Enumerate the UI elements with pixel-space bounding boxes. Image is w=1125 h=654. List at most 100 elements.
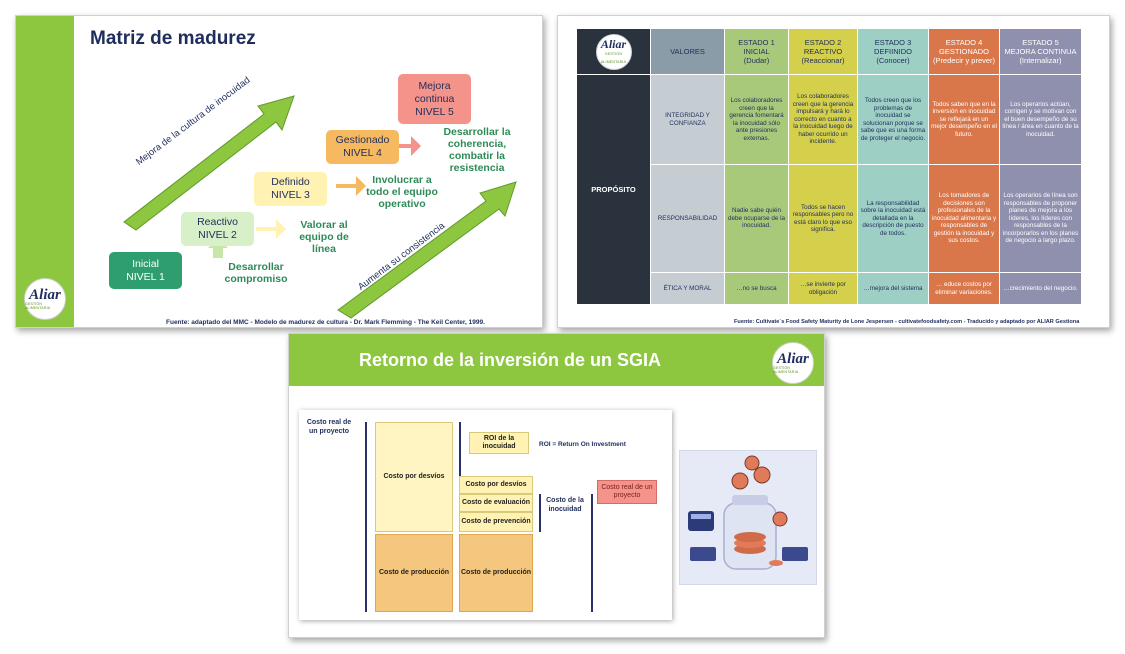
costo-desvios-big: Costo por desvíos bbox=[375, 422, 453, 532]
slide-maturity-matrix: Matriz de madurez Mejora de la cultura d… bbox=[15, 15, 543, 328]
level-5-name: Mejora continua bbox=[414, 79, 455, 105]
estado-3-title: ESTADO 3 bbox=[874, 38, 912, 47]
estado-4-desc: (Predecir y prever) bbox=[932, 56, 996, 65]
estado-5-name: MEJORA CONTINUA bbox=[1004, 47, 1077, 56]
row-valor: ÉTICA Y MORAL bbox=[650, 272, 725, 305]
estado-5-desc: (Internalizar) bbox=[1019, 56, 1062, 65]
estado-3-desc: (Conocer) bbox=[876, 56, 910, 65]
logo-wordmark: Aliar bbox=[600, 37, 627, 51]
slide-roi: Retorno de la inversión de un SGIA Aliar… bbox=[288, 333, 825, 638]
total-cost-axis bbox=[365, 422, 367, 612]
roi-diagram: Costo real de un proyecto Costo por desv… bbox=[299, 410, 672, 620]
table-cell: Todos se hacen responsables pero no está… bbox=[788, 164, 858, 273]
table-cell: …mejora del sistema bbox=[857, 272, 929, 305]
level-4-name: Gestionado bbox=[335, 134, 390, 146]
costo-evaluacion-box: Costo de evaluación bbox=[459, 494, 533, 512]
table-cell: Todos creen que los problemas de inocuid… bbox=[857, 74, 929, 165]
roi-axis bbox=[459, 422, 461, 476]
slide-title: Retorno de la inversión de un SGIA bbox=[359, 350, 662, 370]
table-cell: Los colaboradores creen que la gerencia … bbox=[724, 74, 789, 165]
header-valores: VALORES bbox=[650, 28, 725, 75]
aliar-logo: Aliar GESTIÓN ALIMENTARIA bbox=[595, 33, 632, 70]
source-note: Fuente: Cultivate´s Food Safety Maturity… bbox=[734, 319, 1080, 325]
table-cell: Los operarios actúan, corrigen y se moti… bbox=[999, 74, 1082, 165]
step-arrow-3 bbox=[336, 176, 366, 196]
estado-2-title: ESTADO 2 bbox=[804, 38, 842, 47]
table-cell: …se invierte por obligación bbox=[788, 272, 858, 305]
aliar-logo: Aliar GESTIÓN ALIMENTARIA bbox=[24, 278, 66, 320]
slide-values-table: Aliar GESTIÓN ALIMENTARIA VALORES ESTADO… bbox=[557, 15, 1110, 328]
level-4-label: NIVEL 4 bbox=[343, 147, 382, 159]
step-arrow-2 bbox=[256, 219, 286, 239]
coins-jar-icon bbox=[688, 455, 808, 570]
estado-3-name: DEFIINIDO bbox=[874, 47, 912, 56]
maturity-table: Aliar GESTIÓN ALIMENTARIA VALORES ESTADO… bbox=[576, 28, 1082, 305]
table-cell: …no se busca bbox=[724, 272, 789, 305]
logo-subtitle: GESTIÓN ALIMENTARIA bbox=[25, 302, 51, 310]
estado-5-title: ESTADO 5 bbox=[1022, 38, 1059, 47]
action-3: Involucrar a todo el equipo operativo bbox=[366, 174, 438, 210]
level-3-label: NIVEL 3 bbox=[271, 189, 310, 201]
real-cost-axis bbox=[591, 494, 593, 612]
table-cell: Los tomadores de decisiones son profesio… bbox=[928, 164, 1000, 273]
logo-subtitle: GESTIÓN ALIMENTARIA bbox=[600, 52, 627, 64]
level-2-label: NIVEL 2 bbox=[198, 229, 237, 241]
culture-arrow bbox=[123, 95, 295, 231]
costo-prevencion-box: Costo de prevención bbox=[459, 512, 533, 532]
costo-real-label: Costo real de un proyecto bbox=[306, 419, 352, 435]
table-cell: La responsabilidad sobre la inocuidad es… bbox=[857, 164, 929, 273]
table-cell: Los colaboradores creen que la gerencia … bbox=[788, 74, 858, 165]
inocuidad-axis bbox=[539, 494, 541, 532]
aliar-logo: Aliar GESTIÓN ALIMENTARIA bbox=[772, 342, 814, 384]
green-header-bar bbox=[289, 334, 824, 386]
slide-title: Matriz de madurez bbox=[90, 28, 256, 49]
row-valor: RESPONSABILIDAD bbox=[650, 164, 725, 273]
estado-1-name: INICIAL bbox=[743, 47, 770, 56]
estado-1-desc: (Dudar) bbox=[743, 56, 770, 65]
level-2-name: Reactivo bbox=[197, 216, 238, 228]
table-cell: Nadie sabe quién debe ocuparse de la ino… bbox=[724, 164, 789, 273]
estado-4-name: GESTIONADO bbox=[938, 47, 989, 56]
logo-wordmark: Aliar bbox=[777, 351, 809, 367]
costo-produccion-box-2: Costo de producción bbox=[459, 534, 533, 612]
logo-cell: Aliar GESTIÓN ALIMENTARIA bbox=[576, 28, 651, 75]
table-cell: Los operarios de línea son responsables … bbox=[999, 164, 1082, 273]
roi-definition: ROI = Return On Investment bbox=[539, 441, 626, 448]
proposito-cell: PROPÓSITO bbox=[576, 74, 651, 305]
action-2: Valorar al equipo de línea bbox=[299, 219, 349, 255]
action-4: Desarrollar la coherencia, combatir la r… bbox=[443, 126, 511, 174]
row-valor: INTEGRIDAD Y CONFIANZA bbox=[650, 74, 725, 165]
consistency-arrow bbox=[337, 181, 517, 319]
estado-2-desc: (Reaccionar) bbox=[801, 56, 845, 65]
estado-2-name: REACTIVO bbox=[803, 47, 843, 56]
level-3-name: Definido bbox=[271, 176, 310, 188]
step-arrow-4 bbox=[398, 136, 421, 156]
money-jar-illustration bbox=[679, 450, 817, 585]
costo-produccion-box: Costo de producción bbox=[375, 534, 453, 612]
costo-desvios-small: Costo por desvíos bbox=[459, 476, 533, 494]
level-5-label: NIVEL 5 bbox=[415, 105, 454, 118]
estado-1-title: ESTADO 1 bbox=[738, 38, 775, 47]
action-1: Desarrollar compromiso bbox=[224, 261, 288, 285]
table-cell: Todos saben que en la inversión en inocu… bbox=[928, 74, 1000, 165]
logo-wordmark: Aliar bbox=[29, 287, 61, 303]
level-1-label: NIVEL 1 bbox=[126, 270, 165, 283]
table-cell: … educe costos por eliminar variaciones. bbox=[928, 272, 1000, 305]
green-side-bar bbox=[16, 16, 74, 327]
table-cell: …crecimiento del negocio. bbox=[999, 272, 1082, 305]
estado-4-title: ESTADO 4 bbox=[945, 38, 983, 47]
roi-box: ROI de la inocuidad bbox=[469, 432, 529, 454]
costo-inocuidad-label: Costo de la inocuidad bbox=[546, 497, 584, 513]
level-1-name: Inicial bbox=[132, 257, 159, 270]
logo-subtitle: GESTIÓN ALIMENTARIA bbox=[773, 366, 799, 374]
